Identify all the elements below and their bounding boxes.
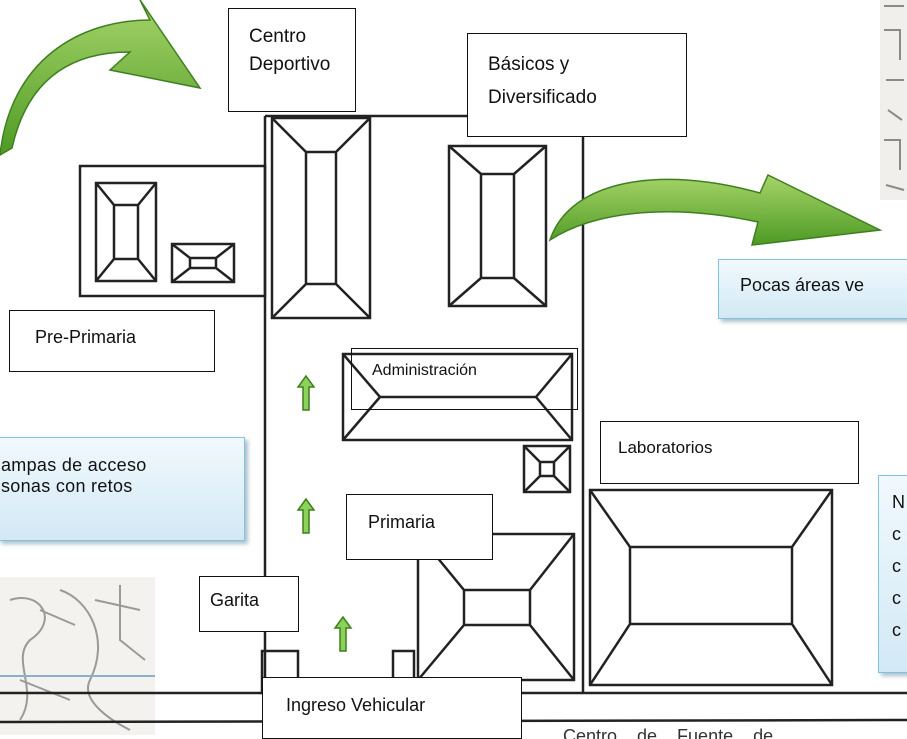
- pocas-areas-callout: Pocas áreas ve: [718, 259, 907, 319]
- ingreso-vehicular-label: Ingreso Vehicular: [262, 677, 522, 739]
- centro-deportivo-label: Centro Deportivo: [228, 8, 356, 112]
- basicos-diversificado-label: Básicos y Diversificado: [467, 33, 687, 137]
- primaria-label: Primaria: [346, 494, 493, 560]
- administracion-building: [341, 352, 574, 442]
- laboratorios-building: [588, 488, 834, 687]
- curved-arrow-icon: [0, 0, 202, 156]
- pre-primaria-building: [78, 164, 267, 298]
- sketch-thumbnail-top-right: [880, 0, 907, 200]
- footer-caption-fragment: Centro de Fuente de: [563, 727, 774, 739]
- basicos-building: [447, 144, 548, 308]
- garita-label: Garita: [199, 576, 299, 632]
- up-arrow-icon: [296, 497, 316, 534]
- administracion-label: Administración: [351, 348, 578, 410]
- sketch-thumbnail-bottom-left: [0, 577, 155, 735]
- pre-primaria-label: Pre-Primaria: [9, 310, 215, 372]
- rampas-callout: ampas de acceso sonas con retos: [0, 437, 245, 541]
- right-callout-fragment: N c c c c: [878, 475, 907, 673]
- centro-deportivo-building: [270, 116, 372, 320]
- up-arrow-icon: [296, 374, 316, 411]
- curved-arrow-icon: [548, 173, 883, 246]
- kiosk-building: [522, 444, 572, 494]
- laboratorios-label: Laboratorios: [600, 421, 859, 484]
- up-arrow-icon: [333, 615, 353, 652]
